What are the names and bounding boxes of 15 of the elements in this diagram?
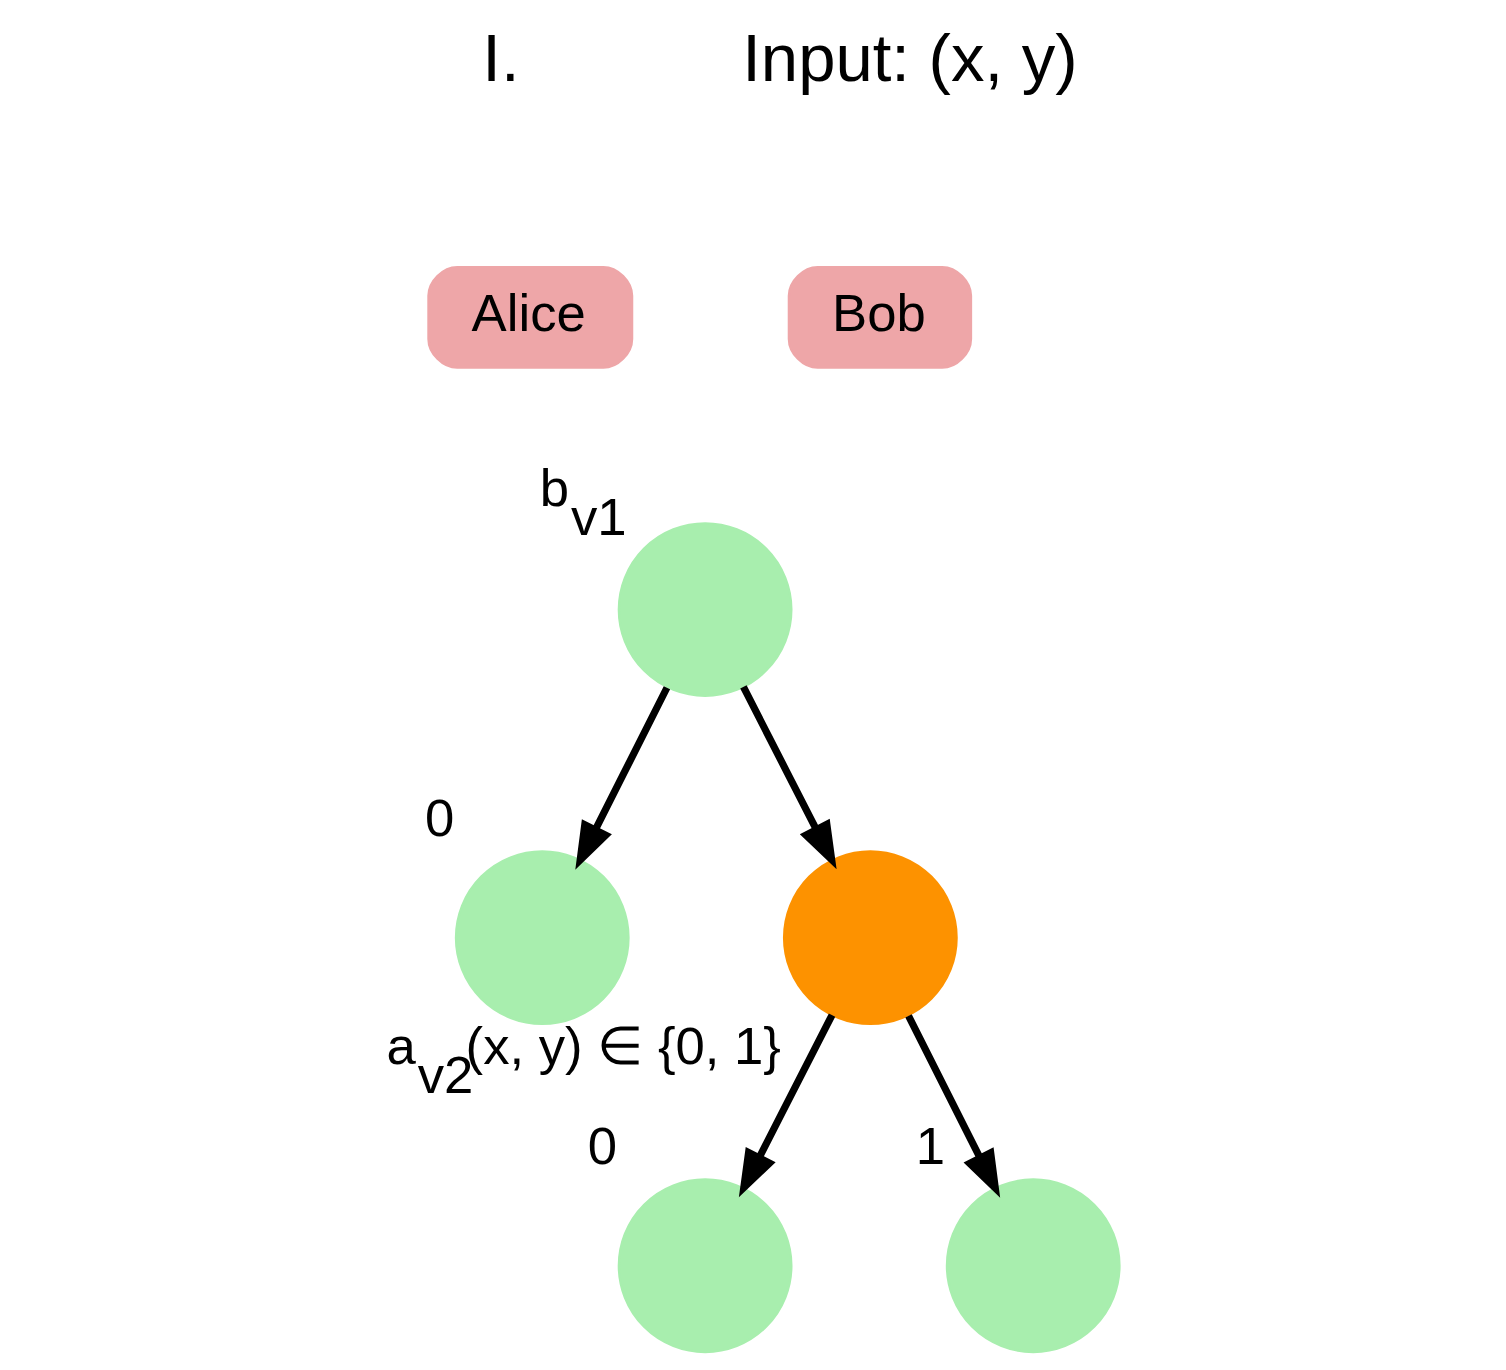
arrow: [740, 685, 837, 870]
node-box: Alice: [427, 265, 634, 369]
arrow: [738, 1013, 836, 1198]
arrow: [905, 1014, 1001, 1198]
node-circle: [945, 1178, 1121, 1354]
label: I.: [482, 20, 520, 96]
node-box: Bob: [787, 265, 973, 369]
label: Input: (x, y): [742, 20, 1078, 96]
node-circle: [782, 850, 958, 1026]
node-label: 0: [424, 788, 455, 848]
node-label: 0: [587, 1116, 618, 1176]
node-label: 1: [915, 1116, 946, 1176]
node-circle: [454, 850, 630, 1026]
arrow: [575, 686, 671, 870]
node-circle: [617, 1178, 793, 1354]
